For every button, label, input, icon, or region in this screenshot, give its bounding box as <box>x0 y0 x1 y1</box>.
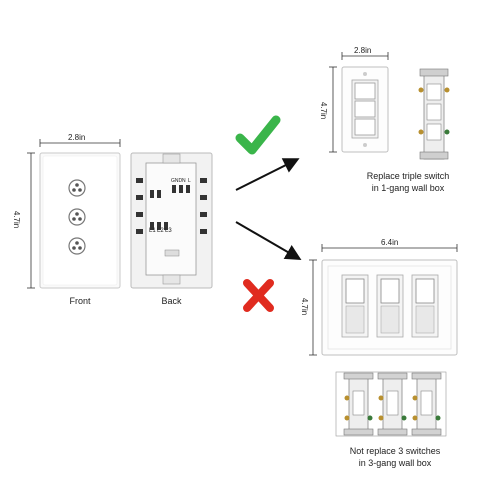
terminal-label: N <box>182 178 186 184</box>
three-gang-plate <box>309 244 458 356</box>
triple-switch-device <box>418 68 450 160</box>
three-switch-devices <box>335 371 447 437</box>
compatible-caption-line2: in 1-gang wall box <box>371 183 445 193</box>
incompatible-caption: Not replace 3 switches in 3-gang wall bo… <box>330 445 460 469</box>
terminal-label: L <box>188 178 191 184</box>
touch-button-middle <box>68 208 86 226</box>
checkmark-icon <box>235 115 281 155</box>
incompatible-width-label: 6.4in <box>381 238 399 247</box>
front-panel <box>27 139 121 289</box>
front-width-label: 2.8in <box>68 133 86 142</box>
front-caption: Front <box>69 296 91 306</box>
terminal-label: L2 <box>157 228 164 234</box>
arrow-to-incompatible <box>235 221 302 261</box>
terminal-label: L3 <box>165 228 172 234</box>
cross-icon <box>243 279 274 312</box>
touch-button-top <box>68 179 86 197</box>
compatible-height-label: 4.7in <box>319 101 329 120</box>
arrow-to-compatible <box>235 158 300 191</box>
touch-button-bottom <box>68 237 86 255</box>
single-gang-plate <box>329 52 389 153</box>
incompatible-caption-line2: in 3-gang wall box <box>358 458 432 468</box>
compatible-width-label: 2.8in <box>354 46 372 55</box>
back-panel <box>130 152 213 289</box>
incompatible-caption-line1: Not replace 3 switches <box>349 446 441 456</box>
compatible-caption: Replace triple switch in 1-gang wall box <box>348 170 468 194</box>
compatible-caption-line1: Replace triple switch <box>366 171 450 181</box>
incompatible-height-label: 4.7in <box>300 297 310 316</box>
back-caption: Back <box>161 296 182 306</box>
terminal-label: L1 <box>149 228 156 234</box>
terminal-label: GND <box>171 178 183 184</box>
front-height-label: 4.7in <box>12 210 22 229</box>
